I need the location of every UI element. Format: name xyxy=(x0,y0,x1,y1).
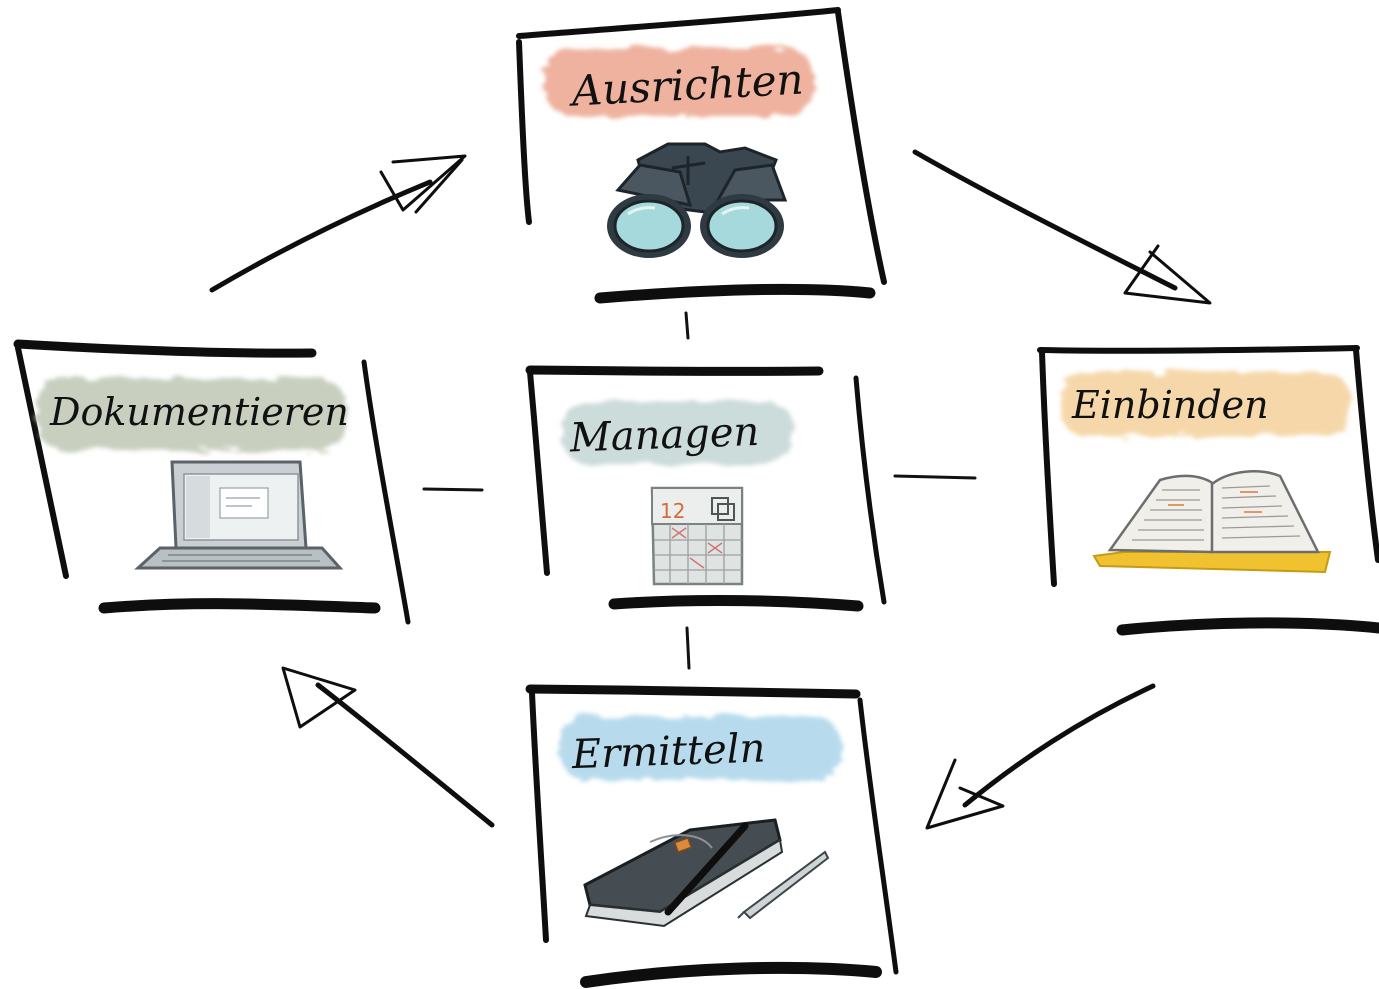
card-label: Einbinden xyxy=(1071,383,1269,427)
card-ausrichten: Ausrichten xyxy=(516,7,887,304)
label-wash xyxy=(560,716,840,780)
label-wash xyxy=(36,378,346,450)
label-wash xyxy=(1060,372,1350,436)
connector-left xyxy=(422,487,484,492)
card-managen: Managen 12 xyxy=(525,365,887,612)
card-frame xyxy=(516,7,887,304)
calendar-icon: 12 xyxy=(650,486,744,586)
card-frame xyxy=(13,339,411,625)
open-book-icon xyxy=(1092,470,1332,574)
card-einbinden: Einbinden xyxy=(1037,345,1379,636)
label-wash xyxy=(562,402,794,464)
notebook-pen-icon xyxy=(583,818,830,928)
card-frame xyxy=(525,365,887,612)
arrow-ermitteln-to-dokumentieren xyxy=(281,666,495,828)
connector-right xyxy=(893,474,977,480)
connector-top xyxy=(684,311,690,340)
laptop-icon xyxy=(134,460,344,570)
card-frame xyxy=(1037,345,1379,636)
arrow-dokumentieren-to-ausrichten xyxy=(209,154,467,293)
label-wash xyxy=(544,48,814,116)
card-label: Managen xyxy=(568,409,760,462)
calendar-number: 12 xyxy=(660,499,685,523)
cycle-arrows xyxy=(209,149,1212,830)
card-ermitteln: Ermitteln xyxy=(525,684,899,988)
connector-lines xyxy=(422,311,977,670)
binoculars-icon xyxy=(607,142,788,258)
arrow-einbinden-to-ermitteln xyxy=(925,683,1156,830)
connector-bottom xyxy=(685,626,691,670)
card-label: Dokumentieren xyxy=(49,390,349,434)
arrow-ausrichten-to-einbinden xyxy=(912,149,1212,305)
card-label: Ermitteln xyxy=(570,725,766,778)
card-dokumentieren: Dokumentieren xyxy=(13,339,411,625)
card-frame xyxy=(525,684,899,988)
